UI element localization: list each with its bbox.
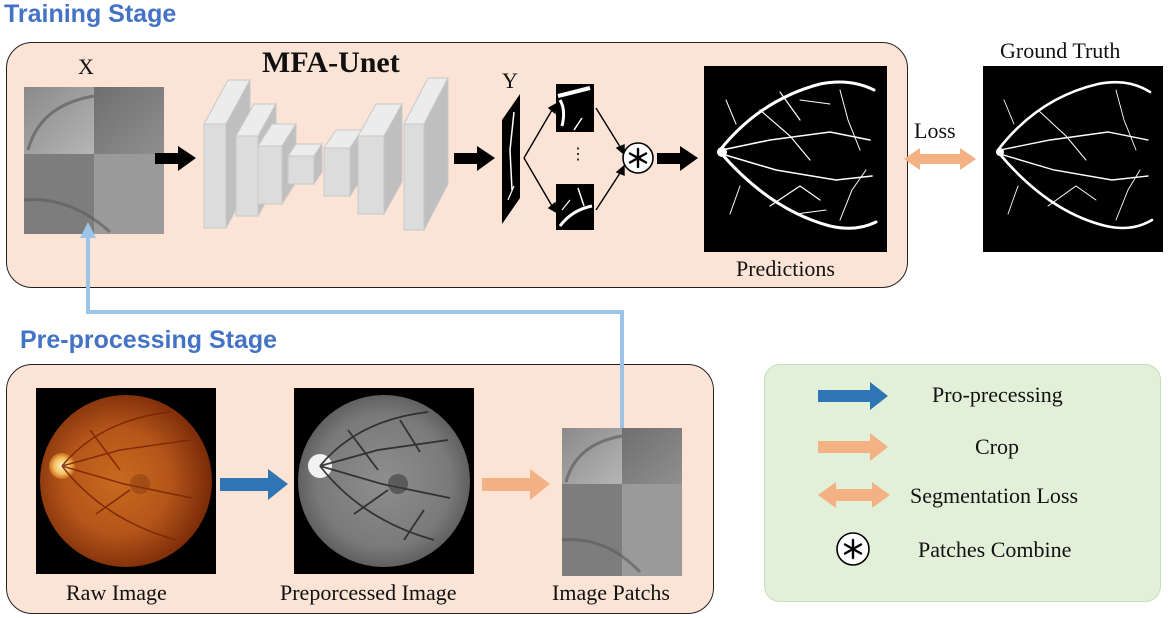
raw-image-label: Raw Image (66, 580, 167, 605)
predictions-label: Predictions (736, 256, 835, 281)
arrow-raw-to-preprocessed (220, 469, 288, 500)
loss-label: Loss (914, 118, 956, 143)
ground-truth-image (983, 66, 1163, 252)
input-patch-image (23, 87, 164, 234)
legend-asterisk-circle-icon (836, 532, 870, 566)
arrow-network-to-output (454, 146, 495, 171)
legend-arrow-blue (818, 382, 888, 410)
legend-label-segmentation-loss: Segmentation Loss (910, 483, 1079, 508)
image-patches (561, 428, 682, 576)
legend-label-preprocessing: Pro-precessing (932, 382, 1063, 407)
legend-label-patches-combine: Patches Combine (918, 537, 1072, 562)
image-patches-label: Image Patchs (552, 580, 670, 605)
ground-truth-label: Ground Truth (1000, 38, 1121, 63)
arrow-combine-to-predictions (657, 146, 698, 171)
output-label-y: Y (502, 68, 518, 93)
arrow-preprocessed-to-patches (482, 469, 550, 500)
predictions-image (704, 66, 887, 252)
arrow-input-to-network (155, 146, 196, 171)
preprocessed-image-label: Preporcessed Image (280, 580, 457, 605)
input-label-x: X (78, 54, 94, 79)
preprocessed-fundus-image (294, 388, 474, 574)
legend-arrow-peach (818, 433, 888, 461)
arrow-patches-to-training (80, 222, 624, 430)
ellipsis-mark: ⋮ (570, 146, 586, 163)
legend-panel (764, 364, 1161, 602)
patch-prediction-top (556, 84, 594, 132)
patch-prediction-bottom (556, 184, 594, 230)
raw-fundus-image (36, 388, 216, 574)
legend-label-crop: Crop (975, 434, 1019, 459)
legend-double-arrow-peach (818, 482, 890, 508)
asterisk-circle-icon (622, 142, 654, 174)
training-stage-title: Training Stage (4, 0, 177, 28)
output-feature-map (502, 94, 520, 224)
model-title: MFA-Unet (262, 46, 400, 79)
loss-double-arrow (904, 148, 976, 170)
preprocessing-stage-title: Pre-processing Stage (20, 326, 278, 354)
split-branch-lines (523, 102, 625, 214)
unet-block-icon (203, 77, 449, 231)
